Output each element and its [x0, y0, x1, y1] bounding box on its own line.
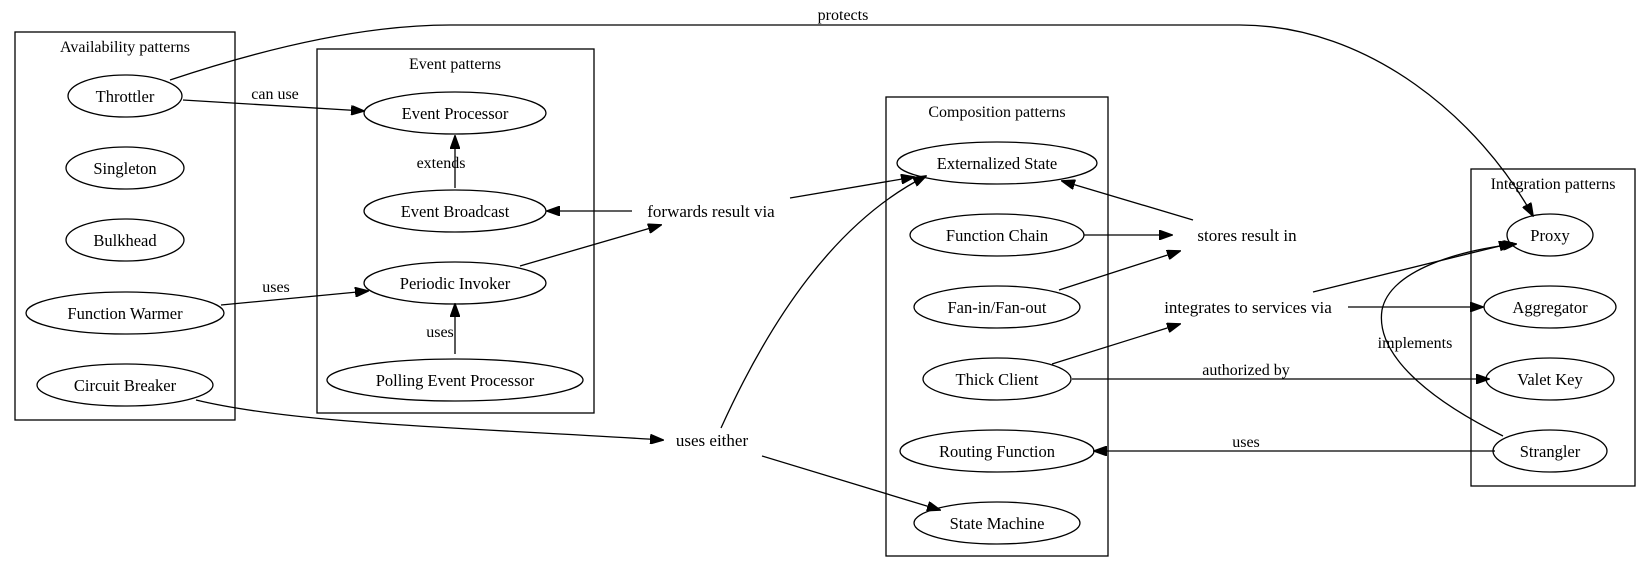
node-label: Singleton [93, 159, 156, 178]
edge-thick-client-to-integrates [1051, 324, 1180, 365]
node-aggregator[interactable]: Aggregator [1483, 285, 1617, 329]
node-label: Circuit Breaker [74, 376, 177, 395]
node-label: Routing Function [939, 442, 1055, 461]
node-thick-client[interactable]: Thick Client [922, 357, 1072, 401]
cluster-composition-patterns: Composition patterns [885, 96, 1109, 557]
node-label: Thick Client [956, 370, 1039, 389]
junction-stores-result-in: stores result in [1197, 226, 1297, 245]
node-throttler[interactable]: Throttler [67, 74, 183, 118]
edge-label-uses-polling: uses [426, 324, 454, 341]
junction-labels: forwards result via uses either stores r… [647, 202, 1332, 450]
cluster-event-patterns: Event patterns [316, 48, 595, 414]
edge-circuit-breaker-to-uses-either [195, 399, 663, 440]
node-label: Fan-in/Fan-out [948, 298, 1047, 317]
node-routing-function[interactable]: Routing Function [899, 429, 1095, 473]
node-function-warmer[interactable]: Function Warmer [25, 291, 225, 335]
edge-periodic-invoker-to-forwards-result [519, 225, 661, 267]
edge-fan-in-fan-out-to-stores-result [1058, 251, 1180, 291]
edge-throttler-can-use-event-processor [182, 99, 364, 111]
node-label: Event Processor [402, 104, 509, 123]
cluster-label: Composition patterns [928, 104, 1065, 121]
node-circuit-breaker[interactable]: Circuit Breaker [36, 363, 214, 407]
cluster-label: Availability patterns [60, 39, 190, 56]
node-function-chain[interactable]: Function Chain [909, 213, 1085, 257]
node-valet-key[interactable]: Valet Key [1485, 357, 1615, 401]
edge-function-warmer-uses-periodic-invoker [220, 291, 368, 306]
edge-label-uses-warmer: uses [262, 279, 290, 296]
edges [169, 24, 1533, 510]
node-label: Strangler [1520, 442, 1581, 461]
cluster-integration-patterns: Integration patterns [1470, 168, 1636, 487]
junction-forwards-result-via: forwards result via [647, 202, 775, 221]
edge-labels: protects can use extends uses uses autho… [251, 7, 1452, 451]
edge-stores-result-to-externalized-state [1062, 181, 1194, 221]
node-polling-event-processor[interactable]: Polling Event Processor [326, 358, 584, 402]
cluster-availability-patterns: Availability patterns [14, 31, 236, 421]
edge-strangler-implements-proxy [1380, 244, 1516, 437]
node-label: Proxy [1530, 226, 1570, 245]
edge-label-can-use: can use [251, 86, 299, 103]
node-label: State Machine [950, 514, 1045, 533]
node-label: Event Broadcast [401, 202, 510, 221]
node-label: Throttler [96, 87, 155, 106]
node-state-machine[interactable]: State Machine [913, 501, 1081, 545]
node-externalized-state[interactable]: Externalized State [896, 141, 1098, 185]
edge-label-authorized-by: authorized by [1202, 362, 1290, 379]
node-label: Aggregator [1512, 298, 1588, 317]
junction-uses-either: uses either [676, 431, 749, 450]
node-label: Function Chain [946, 226, 1048, 245]
node-label: Externalized State [937, 154, 1058, 173]
node-label: Function Warmer [67, 304, 183, 323]
node-singleton[interactable]: Singleton [65, 146, 185, 190]
node-strangler[interactable]: Strangler [1492, 429, 1608, 473]
edge-label-extends: extends [417, 155, 466, 172]
edge-label-protects: protects [818, 7, 869, 24]
node-label: Valet Key [1517, 370, 1583, 389]
node-event-processor[interactable]: Event Processor [363, 91, 547, 135]
edge-uses-either-to-externalized-state [720, 176, 926, 429]
node-bulkhead[interactable]: Bulkhead [65, 218, 185, 262]
edge-label-implements: implements [1378, 335, 1453, 352]
node-event-broadcast[interactable]: Event Broadcast [363, 189, 547, 233]
cluster-label: Event patterns [409, 56, 501, 73]
nodes: Throttler Singleton Bulkhead Function Wa… [25, 74, 1617, 545]
node-proxy[interactable]: Proxy [1506, 213, 1594, 257]
edge-label-uses-strangler: uses [1232, 434, 1260, 451]
edge-uses-either-to-state-machine [761, 455, 940, 510]
node-label: Bulkhead [93, 231, 157, 250]
node-label: Periodic Invoker [400, 274, 511, 293]
edge-integrates-to-proxy [1312, 243, 1512, 293]
junction-integrates-to-services-via: integrates to services via [1164, 298, 1332, 317]
edge-forwards-result-to-externalized-state [789, 177, 914, 199]
node-label: Polling Event Processor [376, 371, 535, 390]
node-fan-in-fan-out[interactable]: Fan-in/Fan-out [913, 285, 1081, 329]
edge-throttler-protects-proxy [169, 24, 1533, 216]
cluster-label: Integration patterns [1491, 176, 1616, 193]
node-periodic-invoker[interactable]: Periodic Invoker [363, 261, 547, 305]
